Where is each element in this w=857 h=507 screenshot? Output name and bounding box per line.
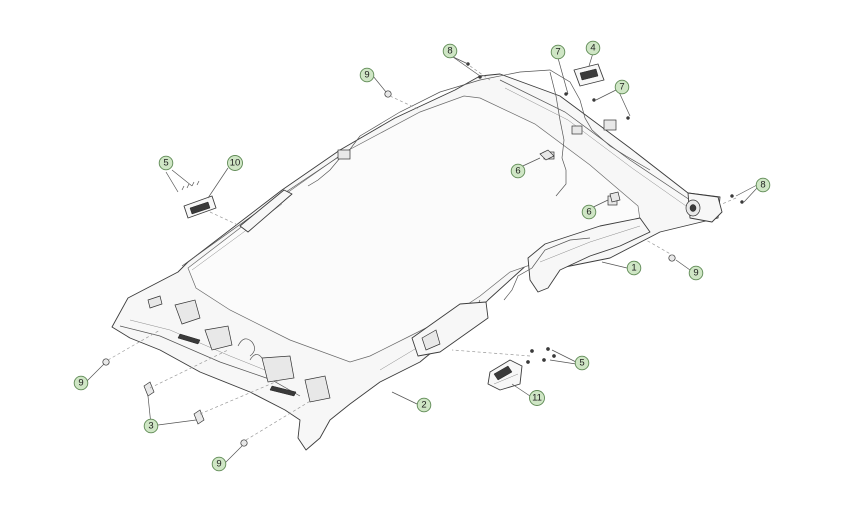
svg-text:9: 9 xyxy=(364,70,369,81)
screw-set-5-left xyxy=(181,180,200,191)
headliner-panel xyxy=(111,73,723,451)
clip-3-upper xyxy=(143,381,155,397)
callout-2: 2 xyxy=(416,397,432,413)
screw-set-5-right xyxy=(526,347,556,364)
svg-text:9: 9 xyxy=(693,268,698,279)
svg-text:11: 11 xyxy=(532,393,542,404)
callout-5-left: 5 xyxy=(158,155,174,171)
callout-6-upper: 6 xyxy=(510,163,526,179)
callout-7-left: 7 xyxy=(550,44,566,60)
svg-text:4: 4 xyxy=(590,43,595,54)
svg-text:6: 6 xyxy=(515,166,520,177)
overhead-console-part xyxy=(487,359,523,391)
callout-6-lower: 6 xyxy=(581,204,597,220)
svg-text:7: 7 xyxy=(555,47,560,58)
svg-text:2: 2 xyxy=(421,400,426,411)
clip-6-lower xyxy=(609,191,621,203)
callout-3: 3 xyxy=(143,418,159,434)
callout-8-top: 8 xyxy=(442,43,458,59)
callout-10: 10 xyxy=(227,155,243,171)
svg-text:5: 5 xyxy=(579,358,584,369)
callout-9-top: 9 xyxy=(359,67,375,83)
clip-6-upper xyxy=(539,149,555,161)
reading-light-part xyxy=(183,195,217,219)
callout-1: 1 xyxy=(626,260,642,276)
clip-9-front-left xyxy=(102,358,110,366)
fasteners-7-8 xyxy=(466,62,744,204)
svg-text:10: 10 xyxy=(230,158,241,169)
callout-11: 11 xyxy=(529,390,545,406)
clip-9-rear xyxy=(668,254,676,262)
callout-9-rear: 9 xyxy=(688,265,704,281)
svg-text:8: 8 xyxy=(447,46,452,57)
clip-9-front-bottom xyxy=(240,439,248,447)
callout-9-front-left: 9 xyxy=(73,375,89,391)
svg-text:6: 6 xyxy=(586,207,591,218)
callout-5-right: 5 xyxy=(574,355,590,371)
assembly-lines xyxy=(107,65,737,441)
svg-text:7: 7 xyxy=(619,82,624,93)
callout-4: 4 xyxy=(585,40,601,56)
clip-9-top xyxy=(384,90,392,98)
svg-text:1: 1 xyxy=(631,263,636,274)
svg-text:5: 5 xyxy=(163,158,168,169)
callout-7-right: 7 xyxy=(614,79,630,95)
clip-3-lower xyxy=(193,409,205,425)
svg-text:9: 9 xyxy=(78,378,83,389)
callout-8-right: 8 xyxy=(755,177,771,193)
dome-light-part xyxy=(573,63,605,87)
svg-text:3: 3 xyxy=(148,421,153,432)
svg-text:8: 8 xyxy=(760,180,765,191)
callout-9-front-bottom: 9 xyxy=(211,456,227,472)
svg-text:9: 9 xyxy=(216,459,221,470)
